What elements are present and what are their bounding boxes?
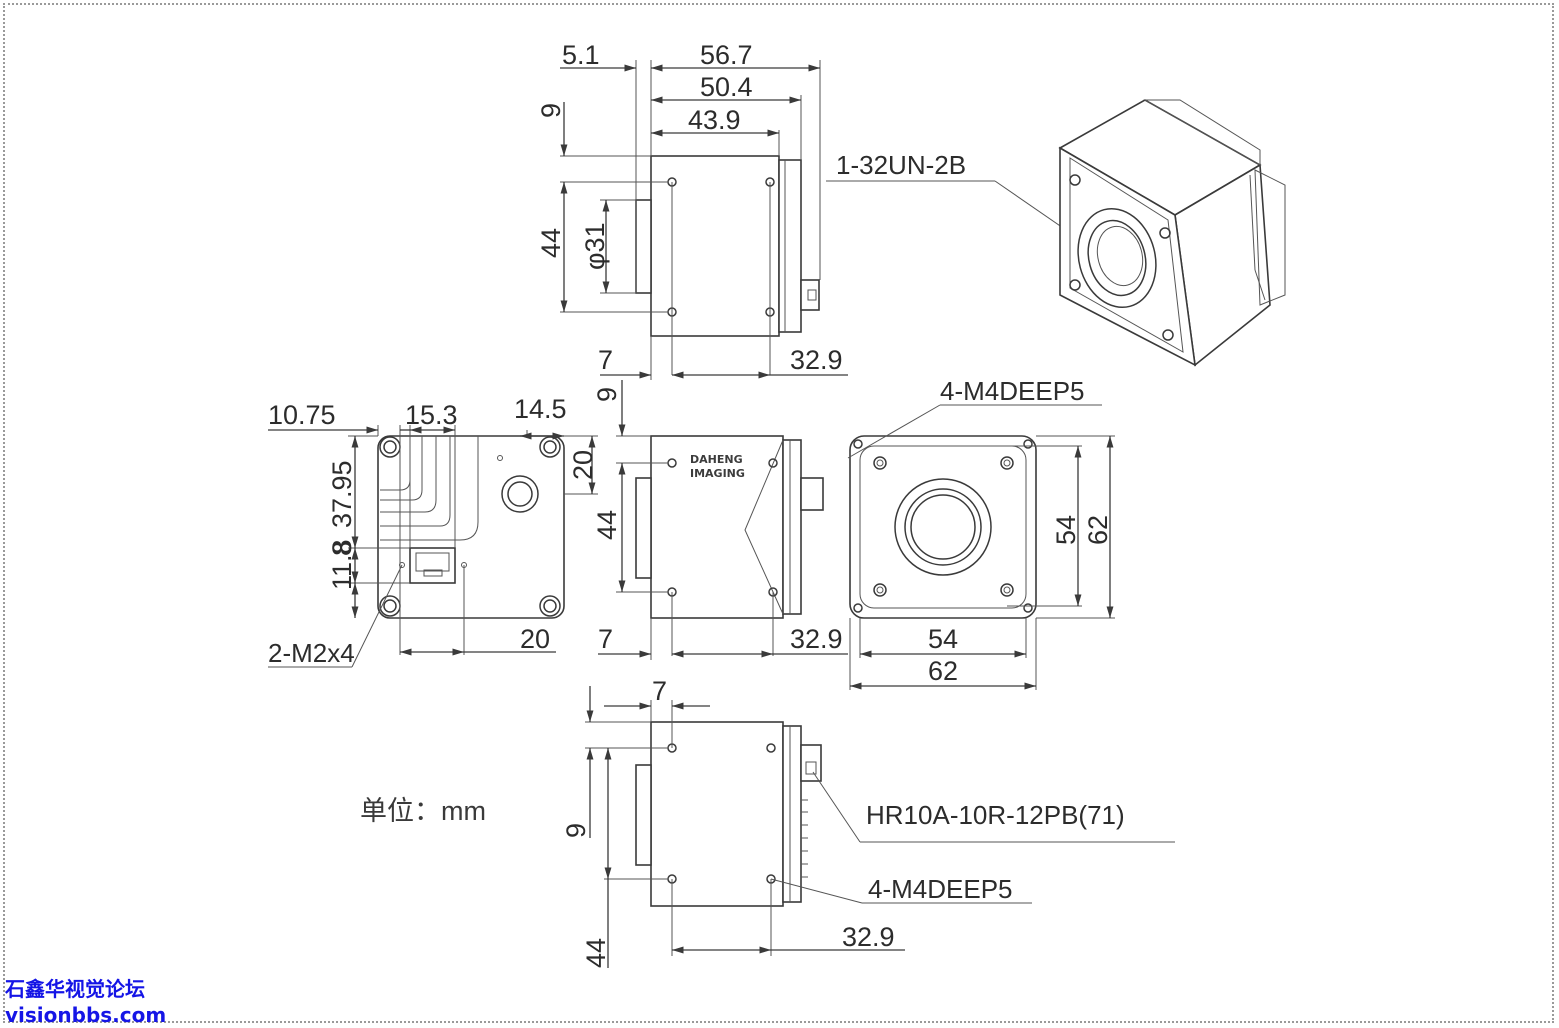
front-view-body <box>849 435 1037 619</box>
front-dim-62-vertical: 62 <box>1083 515 1113 545</box>
bottom-view: 7 9 44 32.9 HR10A-10R-12PB(71) 4-M4DEEP5 <box>561 676 1175 968</box>
top-view-lens-mount <box>635 199 652 294</box>
watermark-forum-name: 石鑫华视觉论坛 <box>5 977 145 1001</box>
dim-43-9: 43.9 <box>688 105 741 135</box>
bottom-view-connector <box>800 744 822 782</box>
callout-4-m4deep5-bottom: 4-M4DEEP5 <box>868 874 1013 904</box>
side-dim-32-9: 32.9 <box>790 624 843 654</box>
top-view-rear <box>778 159 802 333</box>
bottom-dim-9: 9 <box>561 823 591 838</box>
side-dim-44: 44 <box>592 510 622 540</box>
dim-7: 7 <box>598 345 613 375</box>
dim-15-3: 15.3 <box>405 400 458 430</box>
bottom-view-body <box>650 721 784 907</box>
dim-8: 8 <box>327 541 357 556</box>
isometric-camera-view <box>1058 99 1286 367</box>
dim-5-1: 5.1 <box>562 40 600 70</box>
bottom-view-rear <box>782 725 802 903</box>
dim-11: 11.8 <box>327 539 357 590</box>
brand-logo-line1: DAHENG <box>690 453 743 466</box>
dim-20-horizontal: 20 <box>520 624 550 654</box>
front-dim-54-horizontal: 54 <box>928 624 958 654</box>
watermark-url: visionbbs.com <box>5 1003 167 1027</box>
dim-10-75: 10.75 <box>268 400 336 430</box>
dim-37-95: 37.95 <box>327 460 357 528</box>
brand-logo-line2: IMAGING <box>690 467 745 480</box>
side-view-lens-mount <box>635 477 652 579</box>
drawing-frame <box>3 3 1554 1023</box>
bottom-dim-44: 44 <box>581 938 611 968</box>
back-view: 10.75 15.3 14.5 37.95 20 11.8 8 20 2-M2x… <box>268 394 598 668</box>
side-view-rear <box>782 439 802 615</box>
top-view: 5.1 56.7 50.4 43.9 9 44 φ31 7 32.9 1-32U… <box>536 40 1099 380</box>
dim-44: 44 <box>536 228 566 258</box>
front-dim-62-horizontal: 62 <box>928 656 958 686</box>
dim-phi-31: φ31 <box>580 222 610 270</box>
callout-hr10a-connector: HR10A-10R-12PB(71) <box>866 800 1125 830</box>
dim-56-7: 56.7 <box>700 40 753 70</box>
dim-32-9: 32.9 <box>790 345 843 375</box>
side-view: DAHENG IMAGING 9 44 7 32.9 <box>592 380 848 660</box>
dim-9: 9 <box>536 103 566 118</box>
side-dim-9: 9 <box>592 387 622 402</box>
callout-2-m2x4: 2-M2x4 <box>268 638 355 668</box>
dim-20-vertical: 20 <box>568 450 598 480</box>
lens-mount-outer <box>894 478 992 576</box>
side-view-connector <box>800 477 824 511</box>
ethernet-port <box>409 547 456 584</box>
bottom-dim-32-9: 32.9 <box>842 922 895 952</box>
callout-4-m4deep5-front: 4-M4DEEP5 <box>940 376 1085 406</box>
back-view-body <box>377 435 565 619</box>
front-view: 54 62 54 62 4-M4DEEP5 <box>847 376 1115 690</box>
top-view-connector <box>800 279 820 311</box>
bottom-view-lens-mount <box>635 764 652 866</box>
dim-14-5: 14.5 <box>514 394 567 424</box>
units-label: 单位：mm <box>360 796 486 826</box>
callout-1-32un-2b: 1-32UN-2B <box>836 150 966 180</box>
dim-50-4: 50.4 <box>700 72 753 102</box>
bottom-dim-7: 7 <box>652 676 667 706</box>
front-dim-54-vertical: 54 <box>1051 515 1081 545</box>
side-dim-7: 7 <box>598 624 613 654</box>
